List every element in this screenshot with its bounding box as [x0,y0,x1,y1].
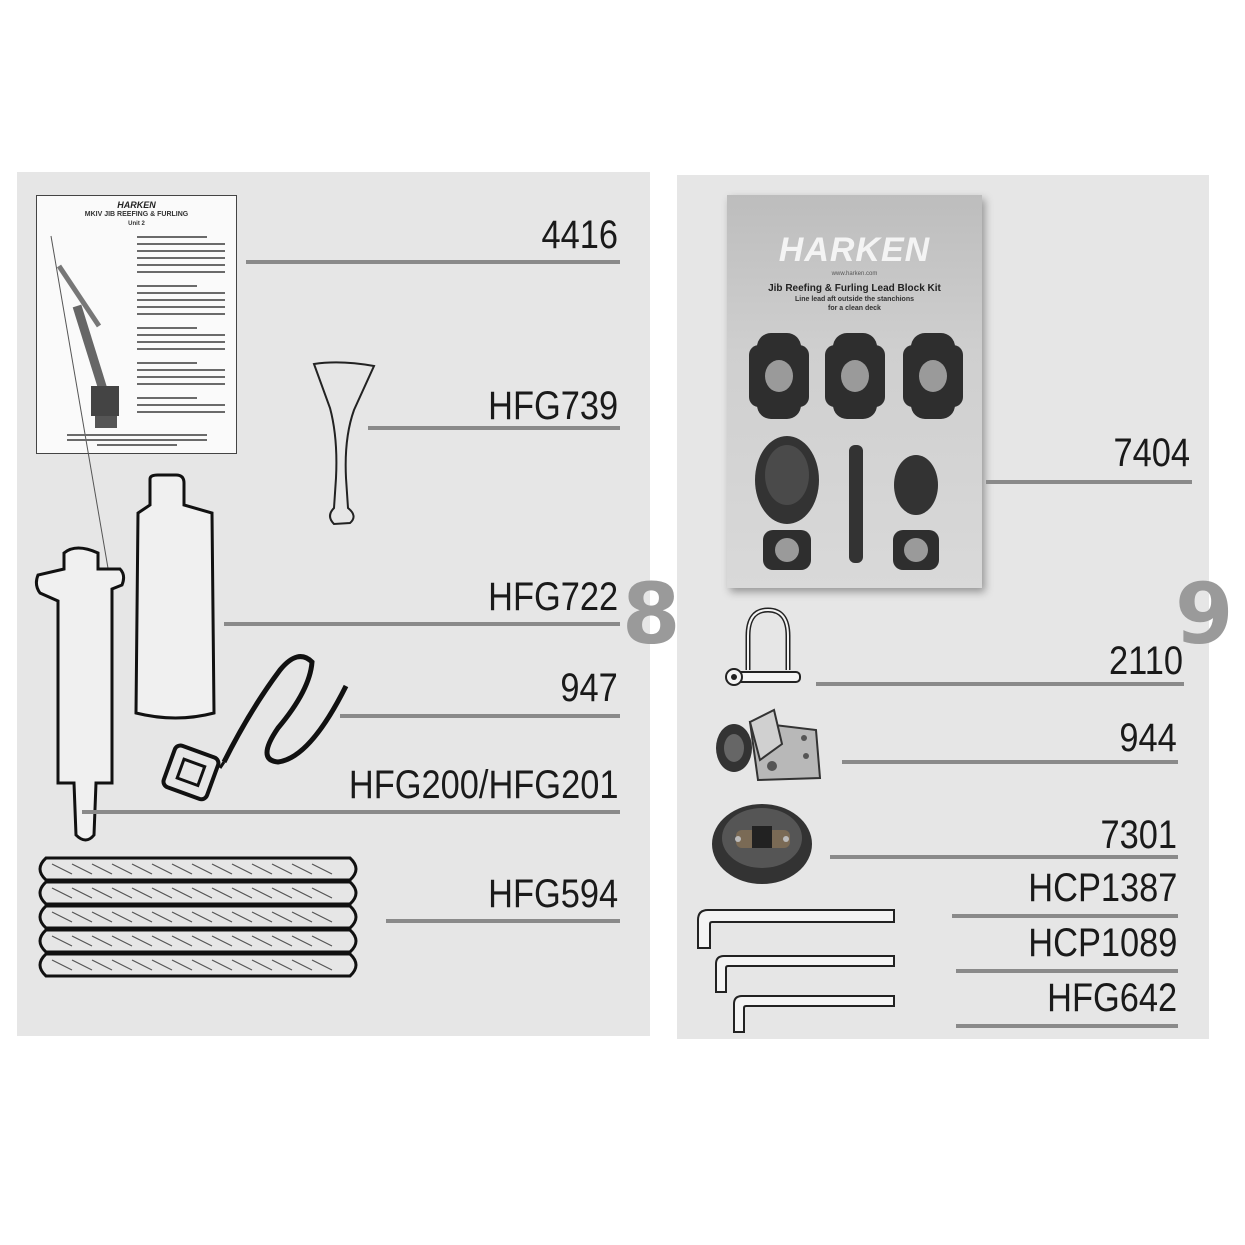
leader-hfg722 [224,622,620,626]
leader-947 [340,714,620,718]
leader-hfg642 [956,1024,1178,1028]
leader-7404 [986,480,1192,484]
part-label-hfg200-hfg201: HFG200/HFG201 [348,763,618,807]
part-label-hfg739: HFG739 [487,384,618,428]
part-label-944: 944 [1119,716,1177,760]
part-label-hfg722: HFG722 [487,575,618,619]
rope-coils-drawing [38,856,358,978]
kit-subtitle-2: for a clean deck [828,305,881,312]
kit-subtitle-1: Line lead aft outside the stanchions [794,296,915,303]
lead-block-kit-card: HARKEN www.harken.com Jib Reefing & Furl… [727,195,982,588]
manual-illustration: HARKEN MKIV JIB REEFING & FURLING Unit 2 [36,195,237,575]
leader-hfg594 [386,919,620,923]
part-label-hfg642: HFG642 [1046,976,1177,1020]
part-label-7301: 7301 [1100,813,1177,857]
manual-title: MKIV JIB REEFING & FURLING [84,211,189,218]
part-label-947: 947 [560,666,618,710]
part-label-hfg594: HFG594 [487,872,618,916]
leader-hfg200-hfg201 [82,810,620,814]
kit-blocks-drawing [749,333,963,570]
part-label-2110: 2110 [1109,639,1183,683]
kit-title: Jib Reefing & Furling Lead Block Kit [768,283,941,294]
leader-2110 [816,682,1184,686]
leader-hfg739 [368,426,620,430]
leader-944 [842,760,1178,764]
cord-tag-drawing [161,654,349,802]
part-label-hcp1089: HCP1089 [1027,921,1177,965]
kit-brand: HARKEN [778,231,931,269]
panel-number-9: 9 [1175,565,1234,663]
syringe-drawing [34,546,126,842]
deck-base-drawing [712,804,812,884]
allen-keys-drawing [697,909,895,1033]
hfg739-tool-drawing [312,361,376,526]
leader-hcp1387 [952,914,1178,918]
part-label-7404: 7404 [1113,431,1190,475]
manual-furler-drawing [50,235,119,575]
part-label-4416: 4416 [541,213,618,257]
leader-7301 [830,855,1178,859]
fairlead-drawing [716,708,822,782]
hfg722-tube-drawing [134,473,216,720]
shackle-drawing [725,607,801,686]
manual-toc [137,236,227,418]
leader-hcp1089 [956,969,1178,973]
manual-subtitle: Unit 2 [128,221,145,227]
leader-4416 [246,260,620,264]
panel-number-8: 8 [622,565,681,663]
kit-url: www.harken.com [831,271,878,277]
manual-brand: HARKEN [117,200,156,210]
part-label-hcp1387: HCP1387 [1027,866,1177,910]
